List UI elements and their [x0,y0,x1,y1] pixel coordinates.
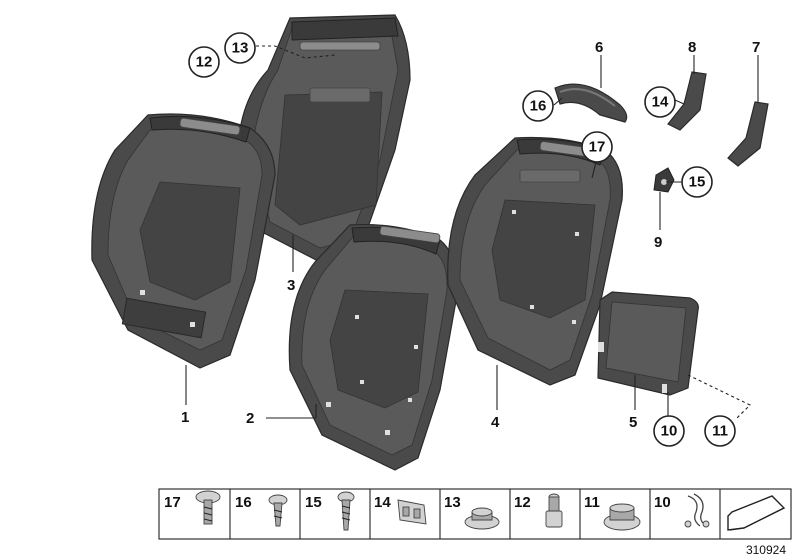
callout-12: 12 [188,46,220,78]
svg-text:14: 14 [374,494,391,511]
callout-10: 10 [653,415,685,447]
callout-6: 6 [595,39,603,56]
parts-cell-13: 13 [444,494,500,530]
svg-text:16: 16 [235,494,252,511]
callout-1: 1 [181,409,189,426]
wire-spring-clip-icon [684,493,710,528]
trim-strip-part-7 [727,101,769,167]
parts-cell-11: 11 [584,494,641,531]
corner-arrow-icon [727,495,786,531]
callout-17: 17 [581,131,613,163]
callout-9: 9 [654,234,662,251]
parts-cell-16: 16 [235,494,288,527]
screw-washer-head-icon [195,490,221,525]
seat-back-shell-2 [288,224,459,471]
callout-8: 8 [688,39,696,56]
callout-2: 2 [246,410,254,427]
svg-text:13: 13 [444,494,461,511]
grab-handle-part-6 [554,83,628,123]
parts-cell-17: 17 [164,490,221,525]
callout-7: 7 [752,39,760,56]
svg-text:13: 13 [232,40,249,57]
callout-4: 4 [491,414,500,431]
parts-cell-10: 10 [654,493,710,528]
callout-13: 13 [224,32,256,64]
reference-number: 310924 [746,543,786,557]
clip-part-9 [653,167,675,193]
svg-text:15: 15 [305,494,322,511]
callout-5: 5 [629,414,637,431]
spring-clip-icon [397,499,427,525]
callout-3: 3 [287,277,295,294]
threaded-stud-icon [545,493,563,528]
svg-text:15: 15 [689,174,706,191]
flange-nut-icon [464,507,500,530]
callout-15: 15 [681,166,713,198]
small-parts-strip: 17 16 15 [158,488,792,540]
callout-14: 14 [644,86,676,118]
svg-text:17: 17 [164,494,181,511]
parts-cell-14: 14 [374,494,427,525]
hex-nut-washer-icon [603,503,641,531]
self-tapping-screw-icon [337,491,355,531]
seat-back-shell-4 [447,136,623,386]
svg-text:14: 14 [652,94,669,111]
callout-11: 11 [704,415,736,447]
leader-lines [185,45,759,421]
svg-text:12: 12 [514,494,531,511]
seat-back-shell-1 [91,113,276,369]
svg-text:10: 10 [654,494,671,511]
svg-text:11: 11 [712,423,728,440]
seat-back-shell-3 [237,14,411,263]
svg-text:11: 11 [584,494,600,511]
svg-text:17: 17 [589,139,606,156]
parts-cell-15: 15 [305,491,355,531]
parts-cell-12: 12 [514,493,563,528]
callout-16: 16 [522,90,554,122]
cover-panel-part-5 [597,291,699,396]
pan-head-screw-icon [268,494,288,527]
svg-text:12: 12 [196,54,213,71]
svg-text:16: 16 [530,98,547,115]
svg-text:10: 10 [661,423,678,440]
